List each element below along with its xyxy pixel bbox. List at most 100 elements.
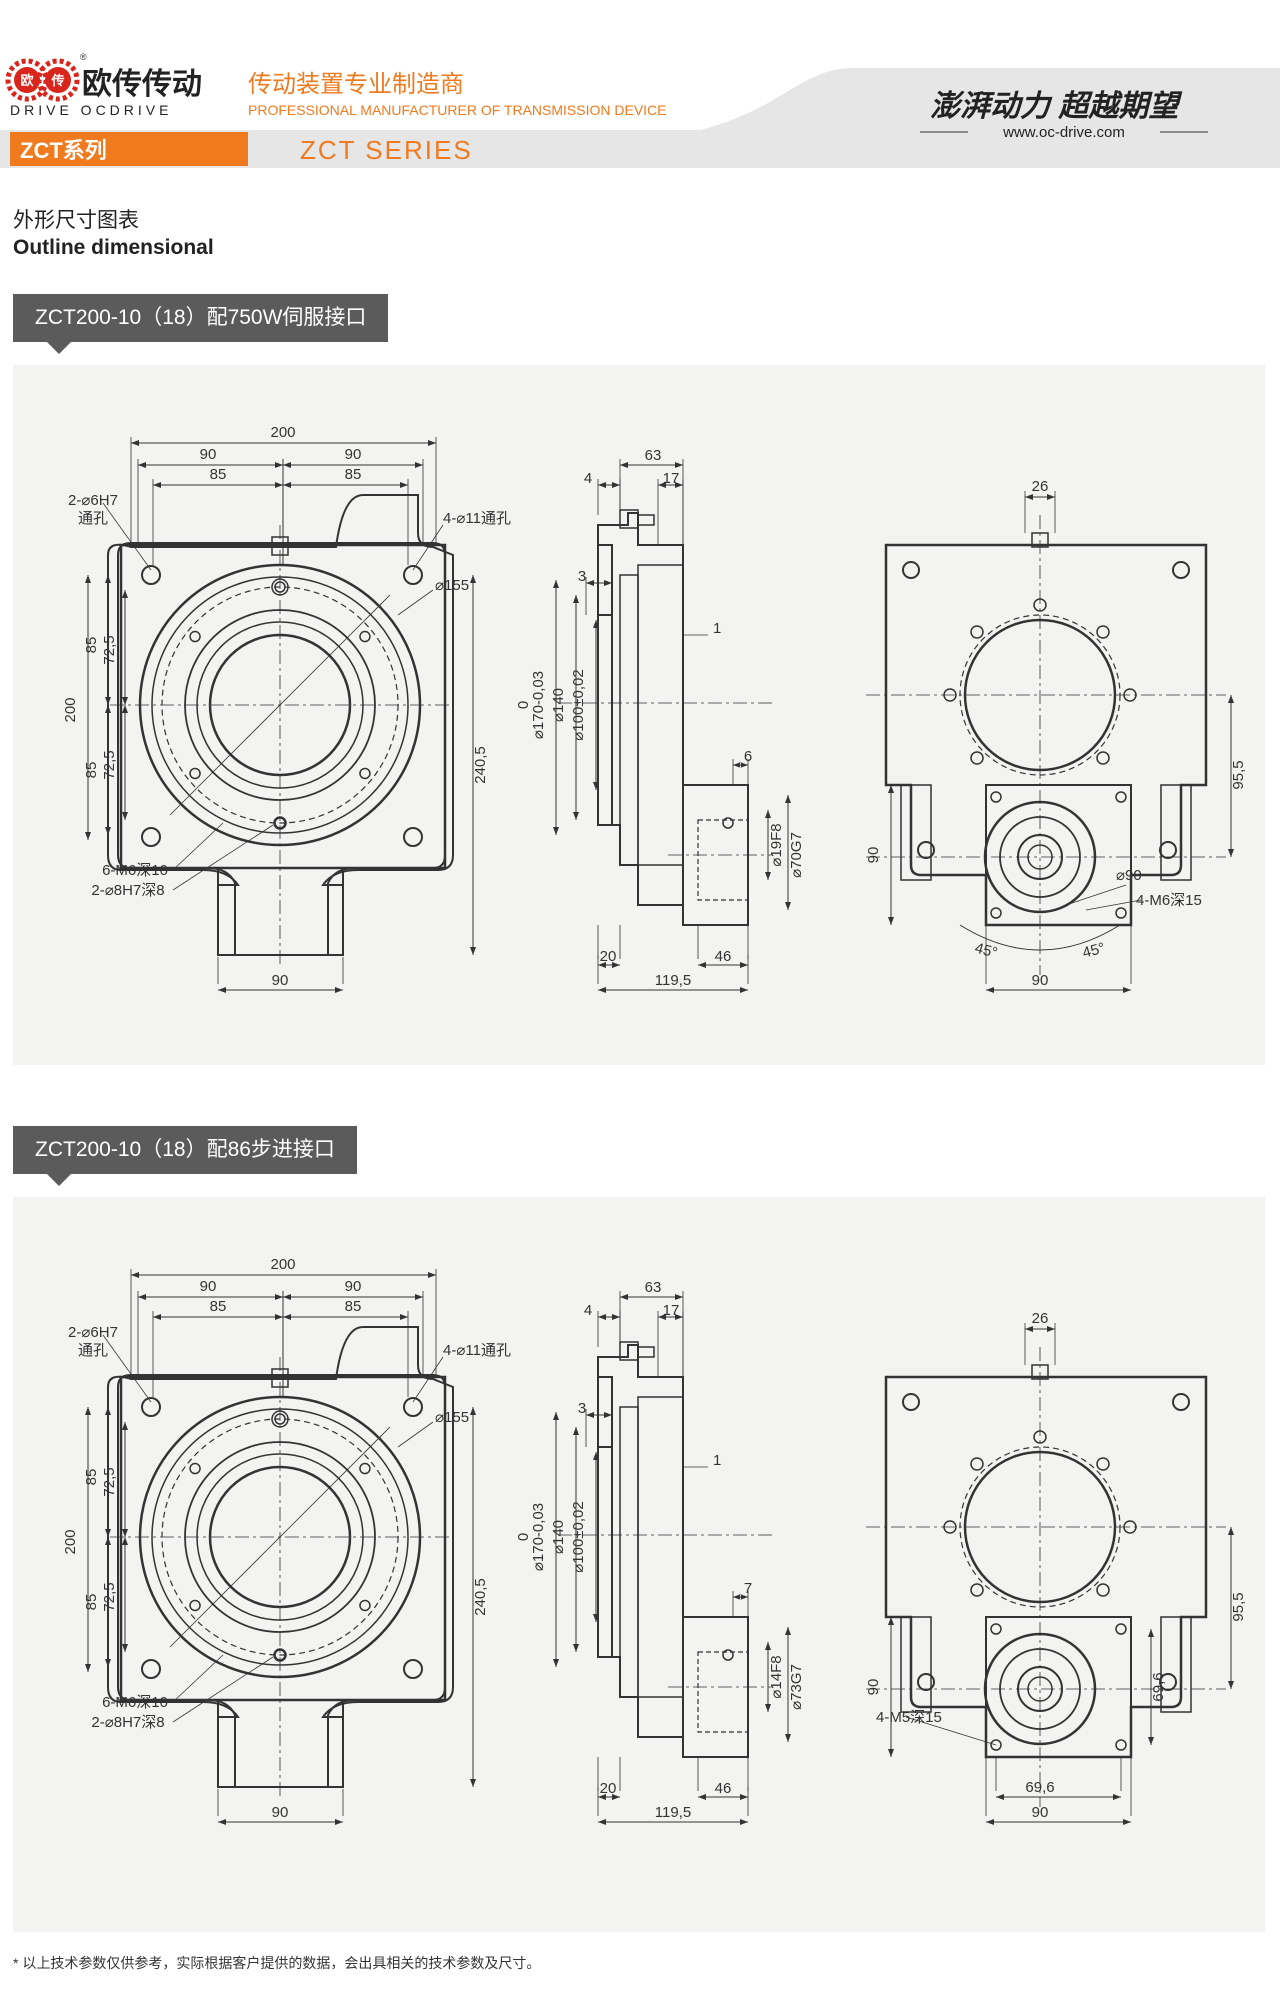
drawing-circle: [990, 1739, 1002, 1751]
drawing-circle: [902, 561, 920, 579]
dimension-label: 45°: [1081, 940, 1107, 962]
drawing-line: [412, 1356, 444, 1403]
dimension-label: 17: [663, 470, 680, 487]
dimension-arrow: [598, 962, 620, 968]
dimension-label: 240,5: [472, 746, 489, 784]
dimension-label: 2-⌀8H7深8: [91, 1714, 164, 1731]
drawing-rect: [619, 1406, 639, 1698]
dimension-arrow: [1025, 494, 1055, 500]
drawing-rect: [900, 1616, 932, 1713]
dimension-label: 2-⌀6H7: [68, 1324, 118, 1341]
drawing-rect: [637, 1346, 655, 1358]
dimension-label: ⌀155: [435, 577, 469, 594]
dimension-label: 95,5: [1230, 1592, 1247, 1621]
drawing-circle: [722, 1649, 734, 1661]
dimension-arrow: [658, 482, 683, 488]
drawing-line: [397, 1421, 434, 1448]
dimension-label: 20: [600, 948, 617, 965]
dimension-arrow: [598, 482, 620, 488]
dimension-label: 85: [210, 466, 227, 483]
website: www.oc-drive.com: [1002, 124, 1125, 141]
dimension-label: 90: [272, 1804, 289, 1821]
drawing-circle: [1115, 1739, 1127, 1751]
dimension-label: ⌀140: [550, 688, 567, 722]
dimension-label: 17: [663, 1302, 680, 1319]
drawing-circle: [359, 767, 371, 780]
dimension-label: 85: [83, 1469, 100, 1486]
drawing-circle: [1159, 841, 1177, 859]
logo: 欧 传 ®: [5, 52, 87, 102]
dimension-label: 63: [645, 447, 662, 464]
drawing-circle: [722, 817, 734, 829]
drawing-circle: [1115, 1623, 1127, 1635]
dimension-label: 200: [62, 1529, 79, 1554]
dimension-label: 200: [270, 1256, 295, 1273]
tagline-cn: 传动装置专业制造商: [248, 71, 464, 98]
drawing-circle: [359, 630, 371, 643]
drawing-line: [412, 524, 444, 571]
drawing-outline: [217, 1700, 344, 1788]
dimension-label: 1: [713, 620, 721, 637]
drawing-circle: [970, 751, 984, 765]
dimension-arrow: [765, 810, 771, 880]
dimension-label: 63: [645, 1279, 662, 1296]
dimension-label: 46: [715, 948, 732, 965]
drawing-circle: [990, 907, 1002, 919]
drawing-circle: [141, 827, 161, 847]
dimension-label: 69,6: [1150, 1672, 1167, 1701]
series-en: ZCT SERIES: [300, 135, 473, 165]
drawing-circle: [1172, 1393, 1190, 1411]
drawing-line: [172, 822, 224, 871]
dimension-label: 7: [744, 1580, 752, 1597]
dimension-label: 119,5: [655, 1804, 691, 1821]
dimension-label: 2-⌀8H7深8: [91, 882, 164, 899]
dimension-label: 46: [715, 1780, 732, 1797]
dimension-arrow: [765, 1642, 771, 1712]
dimension-label: 26: [1032, 1310, 1049, 1327]
dimension-label: 4-⌀11通孔: [443, 1342, 511, 1359]
drawing-tag-1: ZCT200-10（18）配750W伺服接口: [13, 294, 389, 354]
drawing-circle: [141, 565, 161, 585]
drawing-rect: [697, 819, 749, 901]
dimension-label: 2-⌀6H7: [68, 492, 118, 509]
drawing-rect: [1160, 784, 1192, 881]
drawing-rect: [597, 544, 613, 826]
drawing-circle: [1096, 1457, 1110, 1471]
dimension-label: 90: [345, 1278, 362, 1295]
svg-text:®: ®: [80, 52, 87, 62]
drawing-circle: [970, 625, 984, 639]
drawing-circle: [902, 1393, 920, 1411]
drawing-line: [1085, 899, 1142, 911]
drawing-rect: [637, 564, 684, 866]
drawing-rect: [1160, 1616, 1192, 1713]
drawing-rect: [619, 574, 639, 866]
slogan: 澎湃动力 超越期望: [930, 90, 1183, 123]
dimension-label: 1: [713, 1452, 721, 1469]
tagline-en: PROFESSIONAL MANUFACTURER OF TRANSMISSIO…: [248, 102, 667, 118]
svg-text:传: 传: [50, 73, 64, 88]
drawing-line: [102, 502, 152, 571]
dimension-label: 通孔: [78, 1342, 108, 1359]
drawing-line: [169, 1426, 391, 1648]
dimension-label: 0: [515, 701, 532, 709]
drawing-rect: [271, 1368, 289, 1388]
dimension-arrow: [733, 1594, 748, 1600]
drawing-circle: [1172, 561, 1190, 579]
dimension-label: 90: [272, 972, 289, 989]
dimension-label: 119,5: [655, 972, 691, 989]
dimension-label: ⌀170-0,03: [530, 1503, 547, 1571]
drawing-rect: [637, 1396, 684, 1698]
angle-arc: [959, 924, 1121, 951]
drawing-line: [397, 589, 434, 616]
drawing-circle: [359, 1599, 371, 1612]
dimension-label: 72,5: [101, 1467, 118, 1496]
dimension-label: ⌀19F8: [768, 823, 785, 866]
dimension-label: ⌀155: [435, 1409, 469, 1426]
dimension-label: 85: [210, 1298, 227, 1315]
dimension-label: 200: [270, 424, 295, 441]
drawing-line: [169, 594, 391, 816]
drawing-circle: [990, 1623, 1002, 1635]
